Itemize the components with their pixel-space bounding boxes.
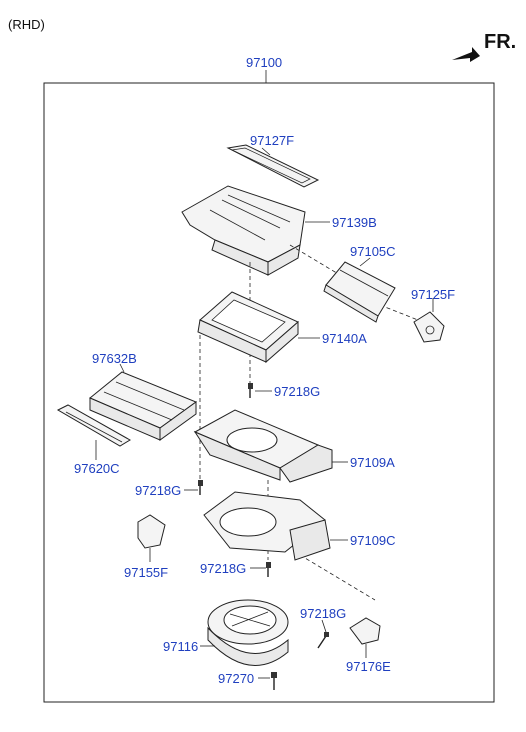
direction-label: FR. (484, 31, 517, 53)
actuator-housing-97105C (323, 261, 396, 323)
screw-97270 (271, 672, 277, 690)
assembly-part-number: 97100 (246, 55, 283, 70)
part-label-97218G-a: 97218G (274, 384, 321, 399)
part-label-97127F: 97127F (250, 133, 295, 148)
blower-motor-97116 (207, 599, 289, 666)
cover-97620C (56, 404, 131, 447)
screw-97218G-c (266, 562, 271, 577)
sensor-97176E (349, 617, 381, 645)
assembly-frame (43, 82, 495, 703)
gasket-97127F (226, 144, 320, 188)
blower-case-97109C (203, 491, 331, 561)
part-label-97620C: 97620C (74, 461, 120, 476)
part-label-97125F: 97125F (411, 287, 456, 302)
part-label-97218G-b: 97218G (135, 483, 182, 498)
variant-label: (RHD) (8, 17, 45, 32)
blower-case-97109A (193, 409, 333, 483)
actuator-97125F (413, 311, 445, 343)
part-label-97632B: 97632B (92, 351, 137, 366)
resistor-97155F (137, 514, 166, 549)
part-label-97176E: 97176E (346, 659, 391, 674)
direction-arrow-icon (452, 47, 480, 62)
part-label-97155F: 97155F (124, 565, 169, 580)
screw-97218G-a (248, 383, 253, 398)
part-label-97105C: 97105C (350, 244, 396, 259)
filter-97632B (89, 371, 198, 441)
part-label-97109A: 97109A (350, 455, 395, 470)
part-label-97270: 97270 (218, 671, 255, 686)
part-label-97109C: 97109C (350, 533, 396, 548)
frame-97140A (197, 291, 299, 364)
part-label-97218G-c: 97218G (200, 561, 247, 576)
part-label-97218G-d: 97218G (300, 606, 347, 621)
part-label-97139B: 97139B (332, 215, 377, 230)
screw-97218G-b (198, 480, 203, 495)
upper-case-97139B (181, 185, 306, 276)
part-label-97116: 97116 (163, 639, 199, 654)
screw-97218G-d (317, 632, 329, 649)
part-label-97140A: 97140A (322, 331, 367, 346)
